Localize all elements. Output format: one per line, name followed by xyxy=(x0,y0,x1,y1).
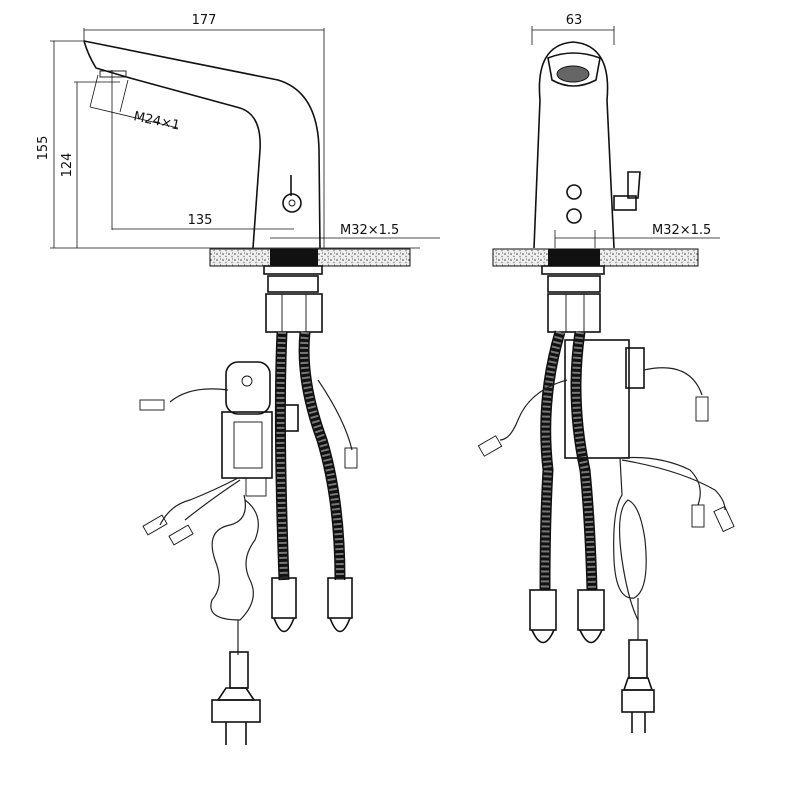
dim-63-label: 63 xyxy=(566,13,583,28)
euro-plug-front xyxy=(621,689,655,713)
mounting-nut xyxy=(267,275,319,293)
dimension-width: 63 xyxy=(531,13,615,45)
power-cord xyxy=(210,494,261,745)
hose-fittings xyxy=(271,577,353,633)
spout-body xyxy=(83,40,321,249)
aerator-thread-label: M24×1 xyxy=(132,109,181,133)
faucet-body-front xyxy=(533,41,615,249)
supply-hoses xyxy=(274,331,346,581)
dim-135-label: 135 xyxy=(188,213,213,228)
hose-fittings-front xyxy=(529,589,605,644)
euro-plug xyxy=(211,699,261,723)
front-view: 63 M32×1.5 xyxy=(477,13,735,733)
side-view: 177 155 124 135 M24×1 xyxy=(36,13,440,745)
lock-nut xyxy=(265,293,323,333)
mount-shank xyxy=(270,249,318,266)
handle-lever-front xyxy=(613,171,641,211)
dimension-overall-length: 177 xyxy=(83,13,325,248)
front-mount-thread-label: M32×1.5 xyxy=(652,223,711,238)
dim-155-label: 155 xyxy=(36,136,51,161)
dim-177-label: 177 xyxy=(192,13,217,28)
side-mount-thread-label: M32×1.5 xyxy=(340,223,399,238)
sensor-connector xyxy=(344,447,358,469)
dim-124-label: 124 xyxy=(60,153,75,178)
handle-lever xyxy=(282,175,302,213)
power-cord-front xyxy=(613,457,655,733)
supply-hoses-front xyxy=(539,330,598,591)
dimension-spout-height: 124 xyxy=(60,81,120,248)
dimension-reach: 135 xyxy=(111,70,294,230)
aerator-thread-callout: M24×1 xyxy=(89,74,181,134)
dimension-overall-height: 155 xyxy=(36,40,86,248)
control-box-front xyxy=(564,339,645,459)
aerator xyxy=(99,70,127,78)
sensor-window-bottom xyxy=(566,208,582,224)
sensor-window-top xyxy=(566,184,582,200)
control-box xyxy=(221,361,273,497)
